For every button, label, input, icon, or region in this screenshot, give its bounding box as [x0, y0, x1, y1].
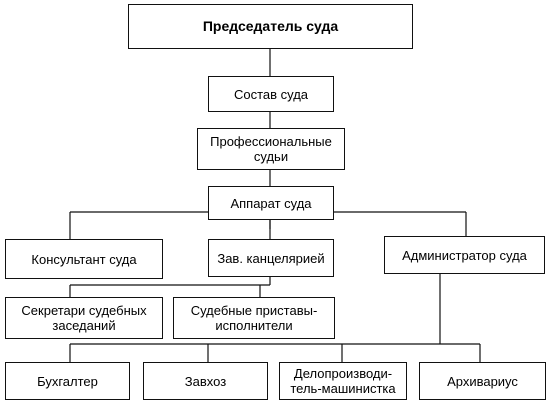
- node-supply-manager: Завхоз: [143, 362, 268, 400]
- node-office-head: Зав. канцелярией: [208, 239, 334, 277]
- node-professional-judges: Профессиональные судьи: [197, 128, 345, 170]
- node-court-apparatus: Аппарат суда: [208, 186, 334, 220]
- node-chairman: Председатель суда: [128, 4, 413, 49]
- node-court-composition: Состав суда: [208, 76, 334, 112]
- node-consultant: Консультант суда: [5, 239, 163, 279]
- node-bailiffs: Судебные приставы- исполнители: [173, 297, 335, 339]
- node-accountant: Бухгалтер: [5, 362, 130, 400]
- node-archivist: Архивариус: [419, 362, 546, 400]
- node-administrator: Администратор суда: [384, 236, 545, 274]
- node-secretaries: Секретари судебных заседаний: [5, 297, 163, 339]
- node-clerk-typist: Делопроизводи- тель-машинистка: [279, 362, 407, 400]
